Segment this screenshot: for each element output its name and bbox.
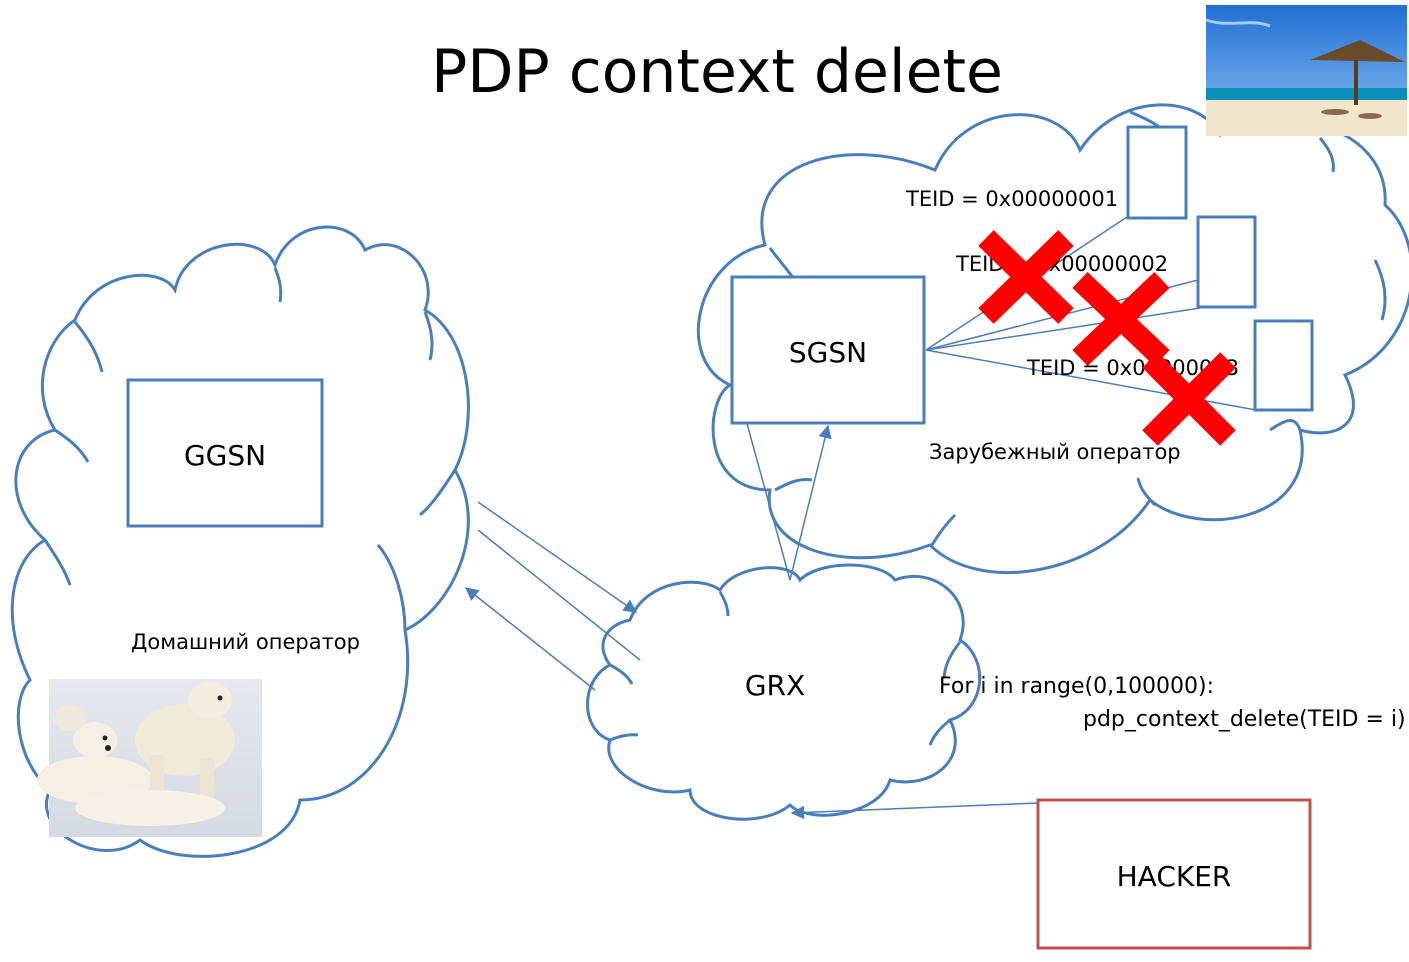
hacker-grx-link bbox=[790, 802, 1039, 820]
home-operator-label: Домашний оператор bbox=[131, 630, 360, 654]
grx-label: GRX bbox=[745, 669, 805, 702]
tunnel-endpoint-2 bbox=[1196, 215, 1257, 309]
delete-mark-3 bbox=[1142, 352, 1236, 446]
ggsn-node: GGSN bbox=[126, 378, 324, 528]
polar-bears-photo bbox=[37, 679, 262, 837]
foreign-operator-label: Зарубежный оператор bbox=[929, 440, 1181, 464]
tunnel-endpoints bbox=[1126, 125, 1314, 412]
sgsn-node: SGSN bbox=[730, 275, 926, 425]
tunnel-endpoint-1 bbox=[1126, 125, 1188, 220]
hacker-node: HACKER bbox=[1036, 798, 1312, 950]
slide-title: PDP context delete bbox=[431, 37, 1003, 107]
tropical-beach-photo bbox=[1205, 5, 1407, 136]
ggsn-grx-links bbox=[464, 501, 641, 691]
teid-label-1: TEID = 0x00000001 bbox=[905, 187, 1118, 211]
delete-mark-1 bbox=[978, 230, 1074, 324]
grx-cloud bbox=[586, 563, 982, 821]
attack-code-line-2: pdp_context_delete(TEID = i) bbox=[1083, 707, 1406, 732]
tunnel-endpoint-3 bbox=[1253, 319, 1314, 412]
ggsn-label: GGSN bbox=[184, 439, 266, 472]
sgsn-label: SGSN bbox=[789, 336, 867, 369]
hacker-label: HACKER bbox=[1117, 860, 1232, 893]
grx-sgsn-links bbox=[745, 419, 832, 581]
delete-mark-2 bbox=[1072, 272, 1170, 366]
attack-code-line-1: For i in range(0,100000): bbox=[939, 674, 1214, 699]
